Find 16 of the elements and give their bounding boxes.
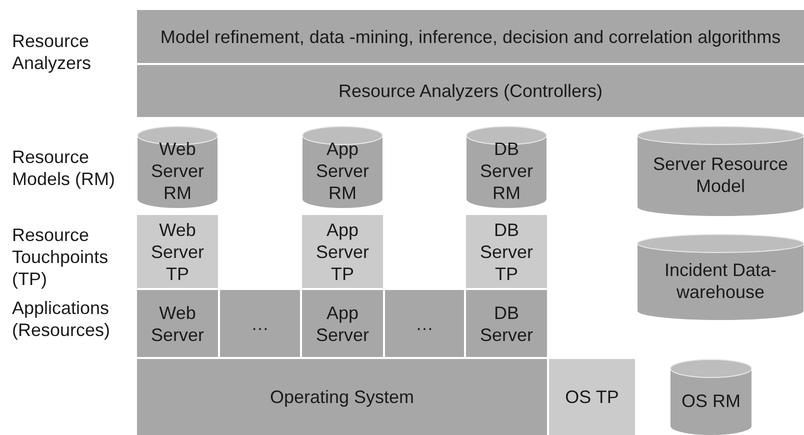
layer-box: Web Server — [137, 290, 218, 357]
layer-label: Applications (Resources) — [12, 297, 112, 341]
layer-box: Resource Analyzers (Controllers) — [137, 65, 804, 117]
layer-label: Resource Analyzers — [12, 30, 92, 74]
touchpoint-box: Web Server TP — [137, 215, 218, 288]
touchpoint-box: DB Server TP — [466, 215, 547, 288]
layer-box: … — [385, 290, 464, 357]
layer-box: … — [220, 290, 300, 357]
layer-box: Model refinement, data -mining, inference, decision and correlation algorithms — [137, 10, 804, 63]
touchpoint-box: OS TP — [549, 359, 635, 435]
touchpoint-box: App Server TP — [302, 215, 383, 288]
layer-box: App Server — [302, 290, 383, 357]
layer-box: Operating System — [137, 359, 547, 435]
layer-label: Resource Models (RM) — [12, 146, 116, 190]
layer-box: DB Server — [466, 290, 547, 357]
layer-label: Resource Touchpoints (TP) — [12, 224, 110, 290]
